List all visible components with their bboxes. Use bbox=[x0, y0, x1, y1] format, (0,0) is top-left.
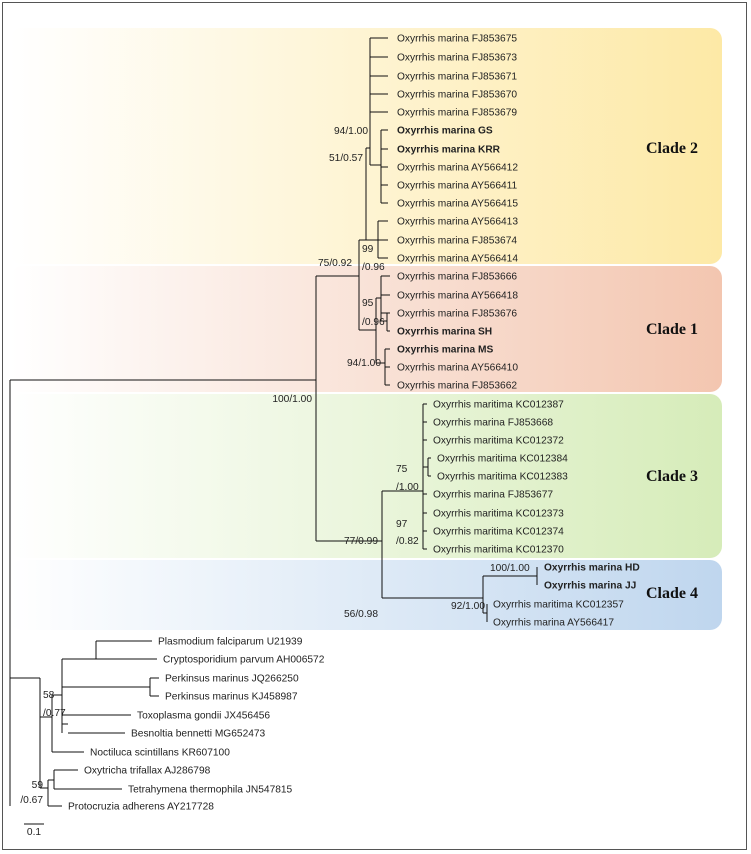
taxon-label: Protocruzia adherens AY217728 bbox=[68, 802, 214, 813]
taxon-label: Oxyrrhis marina AY566413 bbox=[397, 217, 518, 228]
taxon-label: Plasmodium falciparum U21939 bbox=[158, 637, 303, 648]
support-value: 56/0.98 bbox=[344, 609, 378, 620]
taxon-label: Oxyrrhis marina AY566412 bbox=[397, 163, 518, 174]
support-value: 59 bbox=[32, 780, 44, 791]
support-value: /0.67 bbox=[20, 795, 43, 806]
clade-label: Clade 1 bbox=[646, 321, 698, 338]
support-value: /0.82 bbox=[396, 536, 419, 547]
taxon-label: Oxyrrhis maritima KC012387 bbox=[433, 400, 564, 411]
taxon-label: Oxyrrhis marina FJ853670 bbox=[397, 90, 517, 101]
taxon-label: Oxyrrhis marina HD bbox=[544, 563, 640, 574]
taxon-label: Oxyrrhis marina AY566418 bbox=[397, 291, 518, 302]
support-value: 51/0.57 bbox=[329, 153, 363, 164]
taxon-label: Oxyrrhis marina FJ853676 bbox=[397, 309, 517, 320]
taxon-label: Perkinsus marinus JQ266250 bbox=[165, 674, 299, 685]
taxon-label: Cryptosporidium parvum AH006572 bbox=[163, 655, 325, 666]
support-value: 99 bbox=[362, 244, 374, 255]
support-value: 100/1.00 bbox=[272, 394, 312, 405]
support-value: 58 bbox=[43, 690, 55, 701]
clade-3-background bbox=[10, 394, 722, 558]
taxon-label: Tetrahymena thermophila JN547815 bbox=[128, 785, 293, 796]
taxon-label: Oxyrrhis marina AY566415 bbox=[397, 199, 518, 210]
taxon-label: Oxyrrhis marina AY566417 bbox=[493, 618, 614, 629]
taxon-label: Oxyrrhis marina FJ853675 bbox=[397, 34, 517, 45]
clade-label: Clade 4 bbox=[646, 585, 698, 602]
taxon-label: Oxyrrhis marina FJ853671 bbox=[397, 72, 517, 83]
taxon-label: Toxoplasma gondii JX456456 bbox=[137, 711, 270, 722]
taxon-label: Oxyrrhis marina KRR bbox=[397, 145, 501, 156]
taxon-label: Oxyrrhis marina AY566414 bbox=[397, 254, 518, 265]
taxon-label: Besnoltia bennetti MG652473 bbox=[131, 729, 266, 740]
support-value: 75 bbox=[396, 464, 408, 475]
taxon-label: Oxyrrhis marina GS bbox=[397, 126, 493, 137]
taxon-label: Oxyrrhis maritima KC012370 bbox=[433, 545, 564, 556]
support-value: /0.96 bbox=[362, 317, 385, 328]
taxon-label: Oxyrrhis marina FJ853679 bbox=[397, 108, 517, 119]
clade-2-background bbox=[10, 266, 722, 392]
support-value: 95 bbox=[362, 298, 374, 309]
taxon-label: Noctiluca scintillans KR607100 bbox=[90, 748, 230, 759]
taxon-label: Perkinsus marinus KJ458987 bbox=[165, 692, 298, 703]
clade-label: Clade 2 bbox=[646, 140, 698, 157]
clade-label: Clade 3 bbox=[646, 468, 698, 485]
taxon-label: Oxyrrhis marina FJ853668 bbox=[433, 418, 553, 429]
taxon-label: Oxyrrhis maritima KC012374 bbox=[433, 527, 564, 538]
support-value: 97 bbox=[396, 519, 408, 530]
taxon-label: Oxyrrhis marina FJ853662 bbox=[397, 381, 517, 392]
taxon-label: Oxyrrhis marina AY566411 bbox=[397, 181, 518, 192]
taxon-label: Oxyrrhis marina FJ853677 bbox=[433, 490, 553, 501]
scale-bar-label: 0.1 bbox=[27, 827, 41, 838]
support-value: 100/1.00 bbox=[490, 563, 530, 574]
taxon-label: Oxyrrhis marina FJ853666 bbox=[397, 272, 517, 283]
taxon-label: Oxyrrhis maritima KC012384 bbox=[437, 454, 568, 465]
support-value: 92/1.00 bbox=[451, 601, 485, 612]
taxon-label: Oxyrrhis marina AY566410 bbox=[397, 363, 518, 374]
clade-4-background bbox=[10, 560, 722, 630]
clade-1-background bbox=[10, 28, 722, 264]
support-value: 75/0.92 bbox=[318, 258, 352, 269]
support-value: 77/0.99 bbox=[344, 536, 378, 547]
taxon-label: Oxyrrhis maritima KC012357 bbox=[493, 600, 624, 611]
support-value: /0.77 bbox=[43, 708, 66, 719]
support-value: /1.00 bbox=[396, 482, 419, 493]
taxon-label: Oxyrrhis marina SH bbox=[397, 327, 492, 338]
taxon-label: Oxyrrhis marina FJ853674 bbox=[397, 236, 517, 247]
taxon-label: Oxytricha trifallax AJ286798 bbox=[84, 766, 211, 777]
taxon-label: Oxyrrhis maritima KC012372 bbox=[433, 436, 564, 447]
support-value: /0.96 bbox=[362, 262, 385, 273]
support-value: 94/1.00 bbox=[334, 126, 368, 137]
taxon-label: Oxyrrhis maritima KC012373 bbox=[433, 509, 564, 520]
support-value: 94/1.00 bbox=[347, 358, 381, 369]
taxon-label: Oxyrrhis marina JJ bbox=[544, 581, 636, 592]
taxon-label: Oxyrrhis marina MS bbox=[397, 345, 493, 356]
taxon-label: Oxyrrhis marina FJ853673 bbox=[397, 53, 517, 64]
taxon-label: Oxyrrhis maritima KC012383 bbox=[437, 472, 568, 483]
